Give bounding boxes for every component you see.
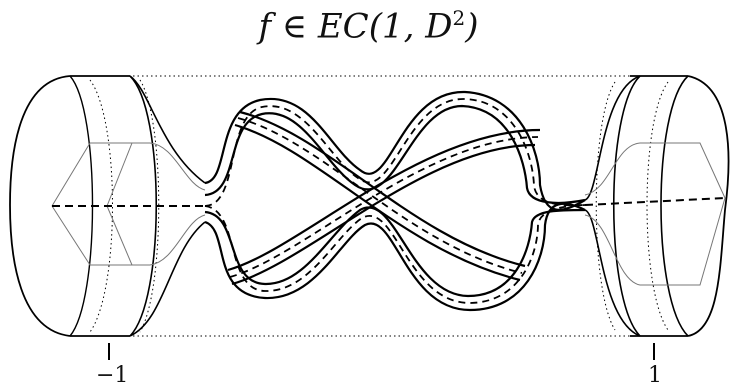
knotted-tube [204,90,586,312]
left-end-cap [9,75,206,337]
right-axis-label: 1 [648,363,662,383]
figure-title: f ∈ EC(1, D2) [0,6,737,46]
title-main: f ∈ EC(1, D [258,6,453,47]
title-superscript: 2 [452,6,466,30]
title-suffix: ) [465,6,479,47]
left-axis-label: −1 [96,363,128,383]
right-end-cap [584,75,730,337]
